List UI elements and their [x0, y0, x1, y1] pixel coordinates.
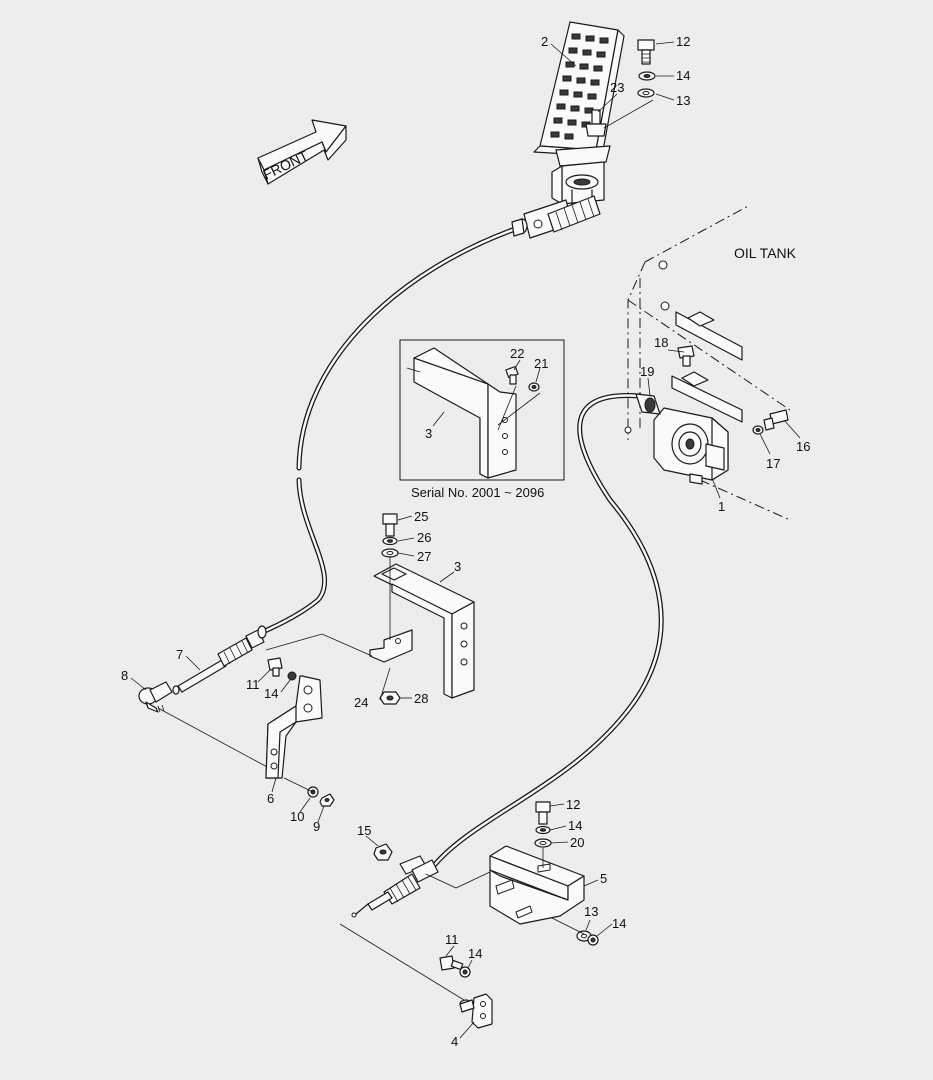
callout-21: 21 — [534, 356, 548, 371]
leader-cable-bracket5 — [425, 871, 491, 889]
callout-22: 22 — [510, 346, 524, 361]
throttle-cable-upper — [255, 225, 521, 637]
washer-14-top — [638, 71, 656, 81]
bolt-18 — [677, 345, 695, 367]
callout-numbers: 2 12 14 13 23 18 19 16 17 1 22 21 3 25 2… — [121, 34, 810, 1049]
bracket-3 — [369, 556, 475, 699]
leader-bracket5-washer — [551, 917, 585, 935]
callout-4: 4 — [451, 1034, 458, 1049]
stopper-bolt-23 — [585, 109, 607, 137]
callout-8: 8 — [121, 668, 128, 683]
callout-14-lower: 14 — [568, 818, 582, 833]
washer-14-upper — [287, 671, 297, 681]
washer-20 — [534, 838, 552, 848]
washer-13-top — [637, 88, 655, 98]
callout-12-lower: 12 — [566, 797, 580, 812]
pedal-tread-pattern — [550, 33, 609, 140]
callout-11-upper: 11 — [246, 677, 260, 692]
callout-14-top: 14 — [676, 68, 690, 83]
callout-13-top: 13 — [676, 93, 690, 108]
callout-1: 1 — [718, 499, 725, 514]
serial-caption: Serial No. 2001 ~ 2096 — [411, 485, 544, 500]
washer-27 — [381, 548, 399, 558]
callout-3-inset: 3 — [425, 426, 432, 441]
callout-23: 23 — [610, 80, 624, 95]
washer-14-lower — [535, 825, 551, 835]
bolt-11-upper — [267, 657, 283, 677]
washer-14-bottom — [459, 966, 471, 978]
leader-cable-lever4 — [339, 923, 465, 1001]
bolt-25 — [382, 513, 398, 537]
callout-12-top: 12 — [676, 34, 690, 49]
callout-27: 27 — [417, 549, 431, 564]
cable-end-lower — [351, 855, 439, 918]
callout-3-main: 3 — [454, 559, 461, 574]
leader-cable-bracket — [265, 633, 373, 657]
bracket-5 — [489, 845, 585, 925]
front-arrow: FRONT — [257, 119, 347, 185]
lever-6 — [265, 675, 323, 779]
callout-14-lower-right: 14 — [612, 916, 626, 931]
nut-9 — [319, 793, 335, 807]
callout-6: 6 — [267, 791, 274, 806]
callout-leaders — [130, 41, 801, 1039]
callout-26: 26 — [417, 530, 431, 545]
washer-17 — [752, 425, 764, 435]
callout-20: 20 — [570, 835, 584, 850]
bolt-16 — [763, 409, 789, 431]
callout-25: 25 — [414, 509, 428, 524]
callout-13-lower: 13 — [584, 904, 598, 919]
cable-end-7 — [172, 625, 267, 695]
callout-14-bottom: 14 — [468, 946, 482, 961]
callout-15: 15 — [357, 823, 371, 838]
leader-ball-joint-lever — [157, 707, 283, 776]
cable-lower — [429, 393, 664, 871]
nut-28 — [379, 691, 401, 705]
nut-15 — [373, 843, 393, 861]
bolt-11-lower — [439, 955, 464, 971]
throttle-sensor-1 — [635, 393, 729, 485]
callout-17: 17 — [766, 456, 780, 471]
accelerator-pedal — [511, 21, 625, 239]
lever-4 — [459, 993, 493, 1029]
leader-lever-washer — [283, 777, 314, 793]
washer-26 — [382, 536, 398, 546]
callout-19: 19 — [640, 364, 654, 379]
callout-18: 18 — [654, 335, 668, 350]
callout-24: 24 — [354, 695, 368, 710]
serial-inset: Serial No. 2001 ~ 2096 — [399, 339, 565, 500]
bolt-12-top — [637, 39, 655, 65]
callout-10: 10 — [290, 809, 304, 824]
callout-5: 5 — [600, 871, 607, 886]
oil-tank-label: OIL TANK — [734, 245, 797, 261]
ball-joint-8 — [138, 681, 173, 713]
callout-16: 16 — [796, 439, 810, 454]
bolt-12-lower — [535, 801, 551, 825]
callout-14-upper: 14 — [264, 686, 278, 701]
callout-28: 28 — [414, 691, 428, 706]
oil-tank: OIL TANK — [624, 204, 797, 521]
callout-9: 9 — [313, 819, 320, 834]
callout-7: 7 — [176, 647, 183, 662]
callout-2: 2 — [541, 34, 548, 49]
washer-14-lower-right — [587, 934, 599, 946]
callout-11-lower: 11 — [445, 932, 459, 947]
